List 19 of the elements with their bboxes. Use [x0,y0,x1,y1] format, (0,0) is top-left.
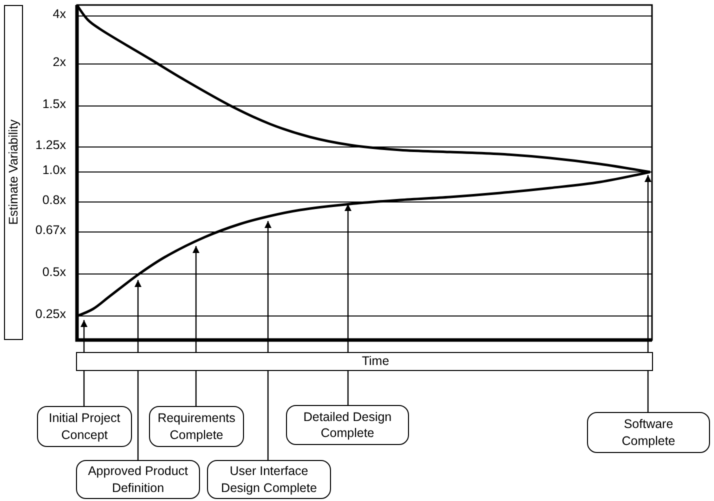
callout-box: Initial Project Concept [37,406,132,447]
axis-title-box: Estimate Variability [4,5,23,340]
callout-box: Software Complete [587,412,710,453]
axis-title-box: Time [76,352,653,371]
axis-tick-label: 4x [52,7,66,21]
leader-arrow [264,221,272,460]
axis-tick-label: 2x [52,55,66,69]
callout-box: Requirements Complete [149,406,244,447]
leader-arrow [644,175,652,412]
callout-box: User Interface Design Complete [207,460,331,499]
axis-tick-label: 0.5x [41,265,66,279]
leader-arrow [344,204,352,405]
leader-arrow [134,280,142,460]
callout-box: Approved Product Definition [76,460,200,499]
leader-arrow [192,246,200,406]
axis-tick-label: 0.25x [34,307,66,321]
axis-tick-label: 1.5x [41,97,66,111]
callout-box: Detailed Design Complete [286,405,409,445]
axis-tick-label: 0.67x [34,223,66,237]
